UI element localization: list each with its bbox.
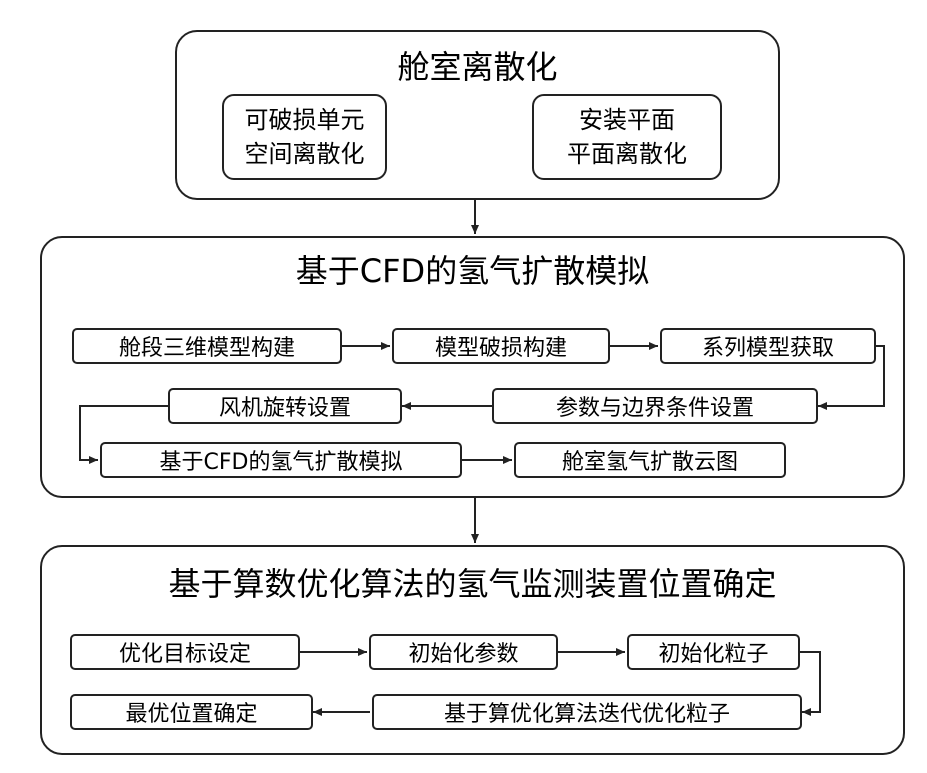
step-damage-build: 模型破损构建 xyxy=(392,328,610,364)
step-model-build: 舱段三维模型构建 xyxy=(72,328,342,364)
step-cfd-simulation: 基于CFD的氢气扩散模拟 xyxy=(100,442,462,478)
step-init-particles: 初始化粒子 xyxy=(627,634,800,670)
step-boundary-conditions: 参数与边界条件设置 xyxy=(492,388,818,424)
step-model-series: 系列模型获取 xyxy=(660,328,876,364)
step-init-params: 初始化参数 xyxy=(369,634,558,670)
step-iterate-particles: 基于算优化算法迭代优化粒子 xyxy=(372,694,802,730)
step-optimal-position: 最优位置确定 xyxy=(70,694,313,730)
arrow-o3-o4 xyxy=(800,652,820,712)
step-diffusion-cloud: 舱室氢气扩散云图 xyxy=(514,442,786,478)
step-fan-rotation: 风机旋转设置 xyxy=(168,388,402,424)
step-objective: 优化目标设定 xyxy=(70,634,300,670)
